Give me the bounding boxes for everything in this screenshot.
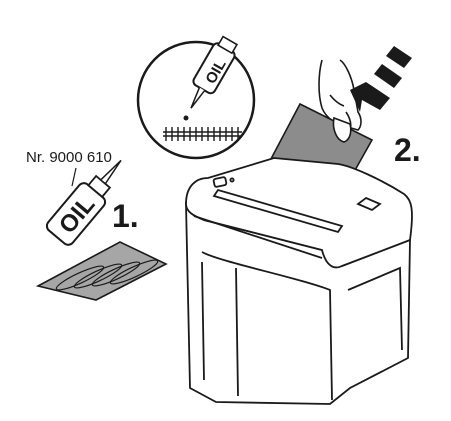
oil-drop — [183, 115, 189, 121]
oil-sheet — [35, 241, 168, 301]
part-number-label: Nr. 9000 610 — [26, 149, 112, 166]
cutter-comb-icon — [163, 127, 242, 141]
shredder — [185, 157, 413, 405]
step-1-label: 1. — [112, 198, 139, 234]
step-2-label: 2. — [394, 132, 421, 168]
motion-arrow-icon — [350, 46, 412, 112]
detail-circle: OIL — [136, 35, 256, 160]
hand-fingers — [332, 116, 352, 143]
leader-line — [71, 167, 77, 187]
oil-bottle-icon: OIL — [190, 35, 239, 109]
